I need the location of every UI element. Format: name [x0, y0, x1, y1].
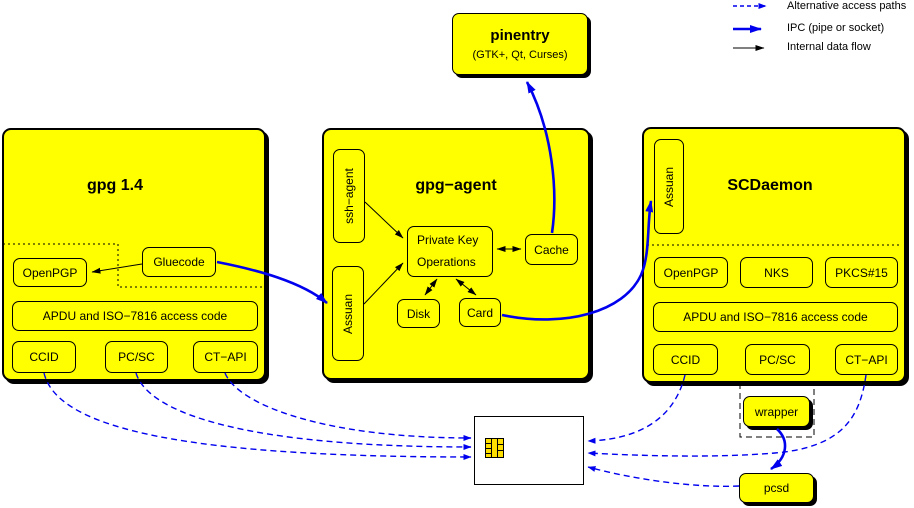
scdaemon-title: SCDaemon	[727, 177, 813, 194]
legend-alternative-access-label: Alternative access paths	[787, 0, 907, 12]
ipc-wrapper-pcsd	[770, 428, 787, 471]
disk-node: Disk	[397, 299, 440, 328]
private-key-operations-node: Private Key Operations	[407, 226, 493, 277]
alt-scdaemon-ccid-card	[587, 374, 686, 444]
wrapper-node: wrapper	[743, 396, 810, 427]
gpg14-apdu-node: APDU and ISO−7816 access code	[12, 301, 258, 331]
alt-gpg14-ctapi-card	[224, 372, 472, 441]
pinentry-title: pinentry	[490, 27, 550, 44]
alt-gpg14-pcsc-card	[135, 372, 472, 450]
smartcard-node	[474, 416, 584, 485]
scdaemon-assuan-label: Assuan	[662, 166, 676, 207]
legend-internal-flow-label: Internal data flow	[787, 41, 871, 53]
gpg14-pcsc-node: PC/SC	[105, 341, 168, 373]
scdaemon-nks-node: NKS	[740, 257, 813, 288]
scdaemon-pkcs15-node: PKCS#15	[825, 257, 898, 288]
alt-scdaemon-ctapi-card	[587, 374, 867, 457]
legend-ipc-label: IPC (pipe or socket)	[787, 22, 885, 34]
pko-line1: Private Key	[417, 232, 479, 247]
scdaemon-ctapi-node: CT−API	[835, 344, 898, 375]
pcsd-node: pcsd	[739, 473, 814, 503]
pko-line2: Operations	[417, 254, 476, 269]
ssh-agent-label: ssh−agent	[342, 168, 356, 224]
gpg14-openpgp-node: OpenPGP	[13, 258, 87, 287]
scdaemon-openpgp-node: OpenPGP	[654, 257, 728, 288]
gpg-agent-assuan-label: Assuan	[341, 293, 355, 334]
gpg14-gluecode-node: Gluecode	[142, 247, 216, 277]
scdaemon-ccid-node: CCID	[653, 344, 718, 375]
alt-pcsd-card	[587, 466, 740, 487]
pinentry-subtitle: (GTK+, Qt, Curses)	[472, 49, 568, 61]
cache-node: Cache	[525, 234, 578, 265]
scdaemon-apdu-node: APDU and ISO−7816 access code	[653, 302, 898, 332]
scdaemon-pcsc-node: PC/SC	[745, 344, 810, 375]
gpg14-ctapi-node: CT−API	[193, 341, 258, 373]
gpg-agent-assuan-node: Assuan	[332, 266, 364, 361]
gpg14-ccid-node: CCID	[12, 341, 76, 373]
gpg14-title: gpg 1.4	[86, 177, 143, 194]
gpg-agent-title: gpg−agent	[415, 177, 497, 194]
card-node: Card	[459, 298, 501, 327]
alt-gpg14-ccid-card	[43, 372, 472, 460]
gpg-agent-ssh-agent-node: ssh−agent	[333, 149, 365, 243]
pinentry-node: pinentry (GTK+, Qt, Curses)	[452, 13, 588, 75]
scdaemon-assuan-node: Assuan	[654, 139, 684, 234]
